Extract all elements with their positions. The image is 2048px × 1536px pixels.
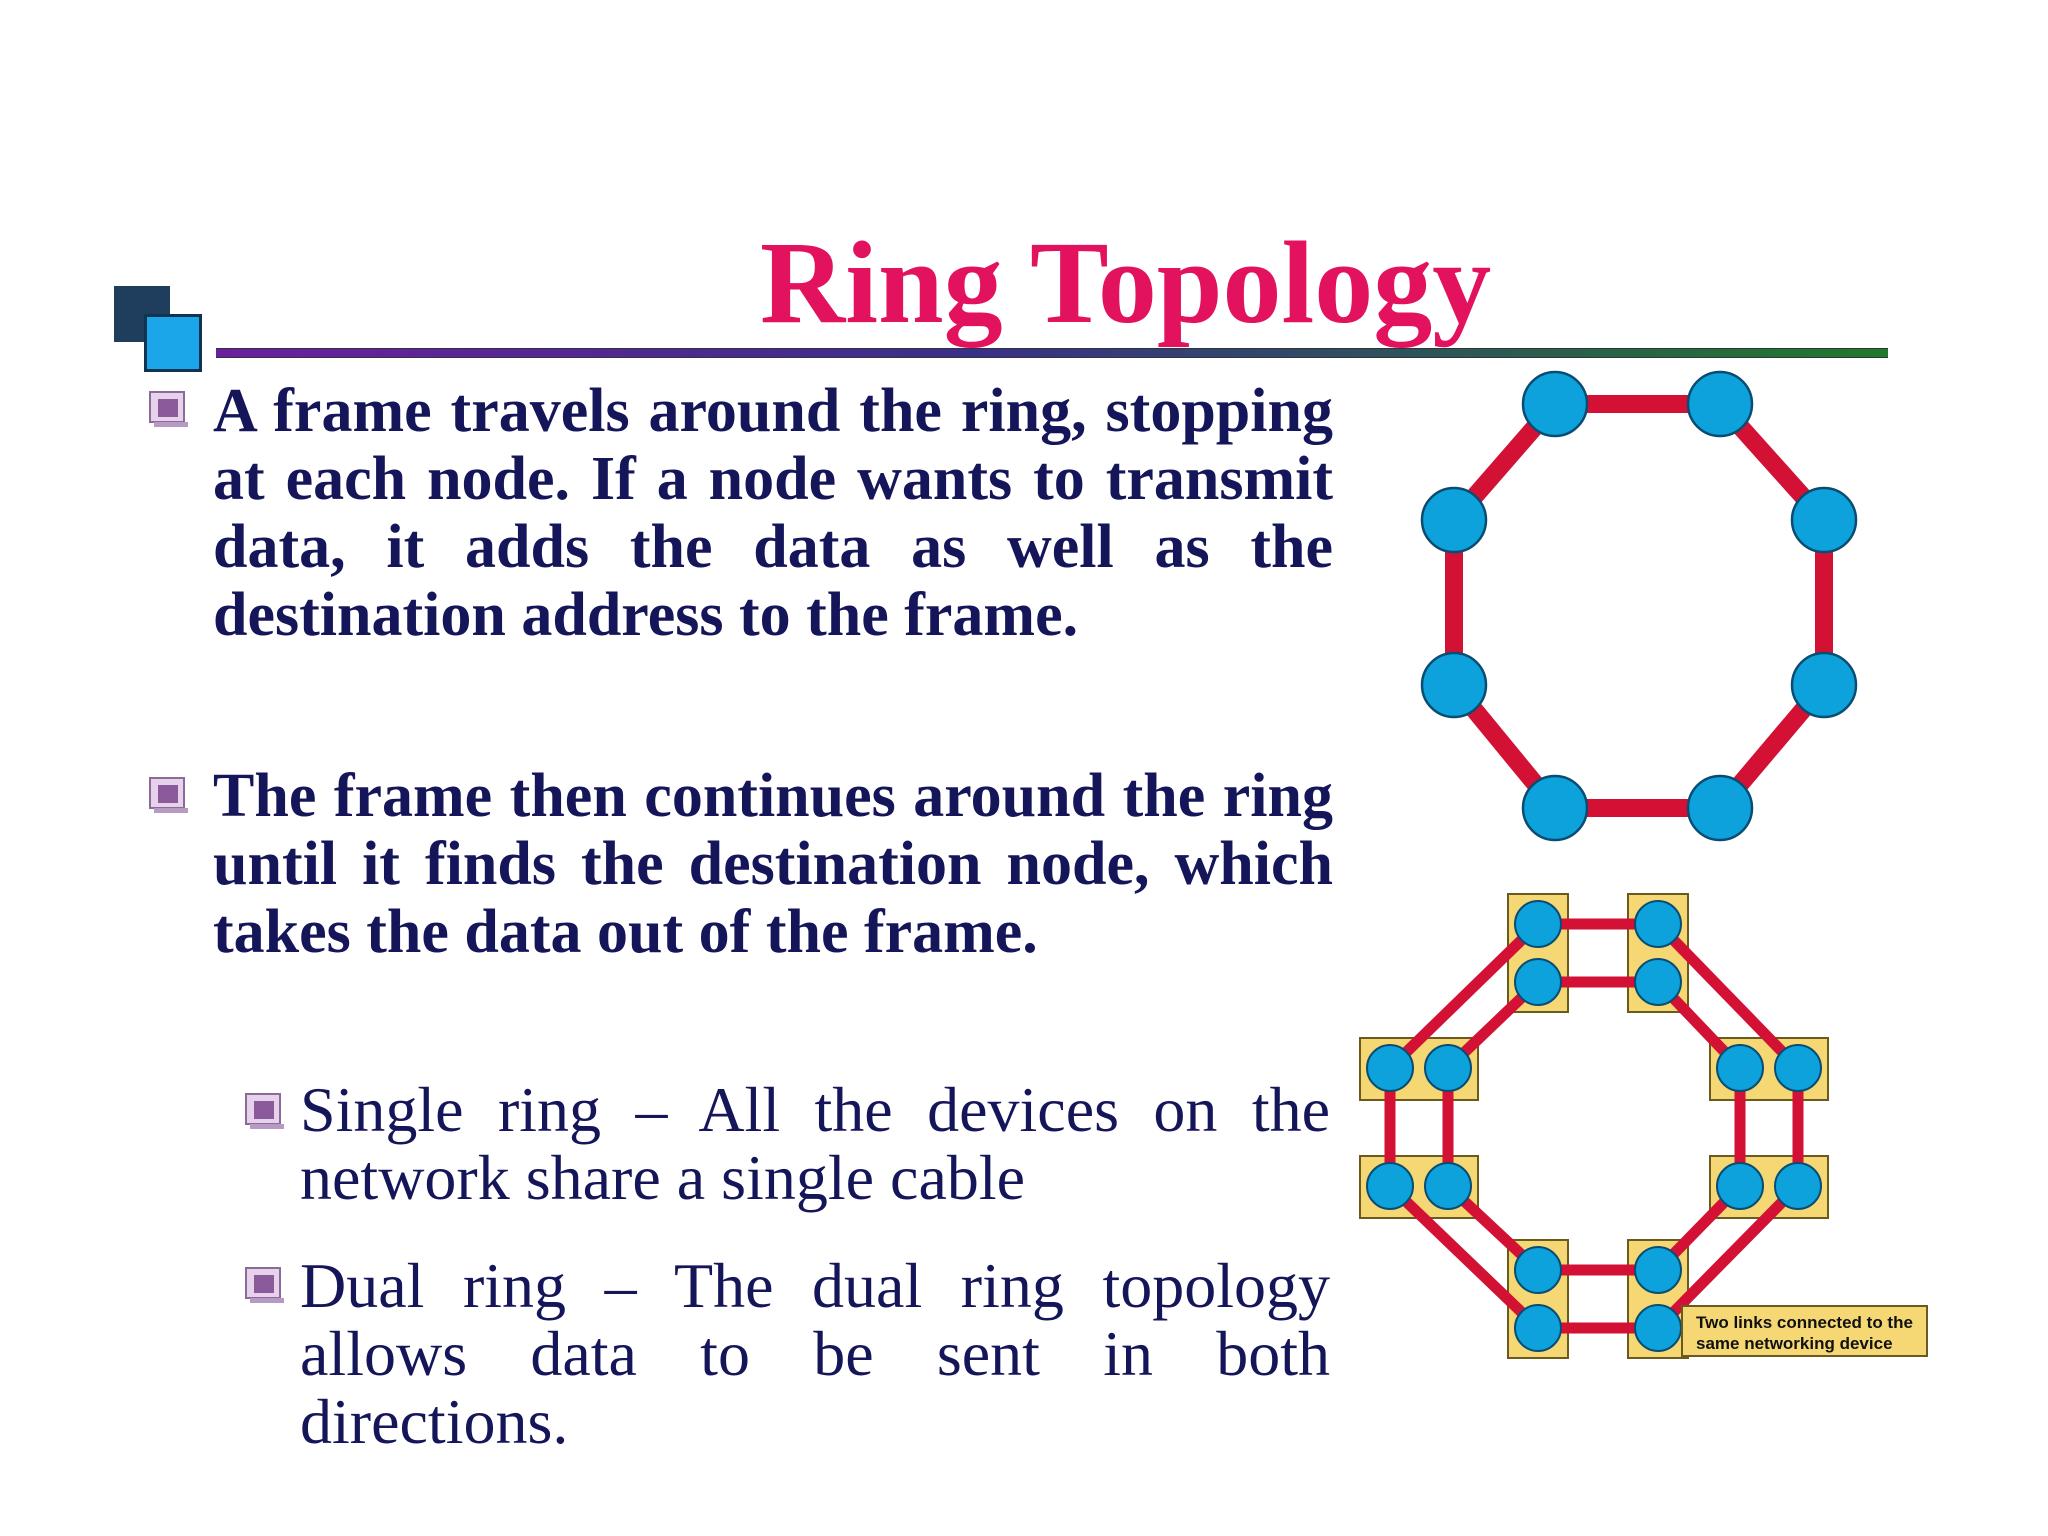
title-decoration-light-square	[144, 314, 202, 372]
sub-bullet-marker-icon	[245, 1267, 284, 1303]
node-icon	[1686, 370, 1754, 438]
node-icon	[1424, 1162, 1472, 1210]
node-icon	[1514, 1246, 1562, 1294]
sub-bullet-dual-ring: Dual ring – The dual ring topology allow…	[300, 1252, 1330, 1456]
node-icon	[1514, 900, 1562, 948]
node-icon	[1521, 774, 1589, 842]
node-icon	[1634, 900, 1682, 948]
bullet-text: A frame travels around the ring, stoppin…	[213, 377, 1333, 649]
node-icon	[1424, 1044, 1472, 1092]
bullet-marker-icon	[149, 777, 188, 813]
dual-ring-diagram: Two links connected to the same networki…	[1359, 893, 1928, 1359]
node-icon	[1634, 1246, 1682, 1294]
inner-ring-links	[1442, 976, 1746, 1276]
title-underline	[216, 348, 1888, 358]
sub-bullet-text: Single ring – All the devices on the net…	[300, 1074, 1330, 1213]
node-icon	[1634, 958, 1682, 1006]
node-icon	[1420, 651, 1488, 719]
single-ring-diagram	[1420, 370, 1858, 842]
node-icon	[1521, 370, 1589, 438]
node-icon	[1366, 1162, 1414, 1210]
node-icon	[1774, 1044, 1822, 1092]
node-icon	[1514, 958, 1562, 1006]
ring-nodes	[1420, 370, 1858, 842]
node-icon	[1790, 651, 1858, 719]
sub-bullet-single-ring: Single ring – All the devices on the net…	[300, 1076, 1330, 1212]
ring-links	[1445, 395, 1833, 817]
bullet-marker-icon	[149, 391, 188, 427]
node-icon	[1366, 1044, 1414, 1092]
sub-bullet-text: Dual ring – The dual ring topology allow…	[300, 1250, 1330, 1457]
slide-title: Ring Topology	[760, 217, 1492, 348]
node-icon	[1686, 774, 1754, 842]
callout-box: Two links connected to the same networki…	[1681, 1305, 1928, 1357]
callout-line-1: Two links connected to the	[1696, 1313, 1913, 1332]
sub-bullet-marker-icon	[245, 1093, 284, 1129]
bullet-frame-travels: A frame travels around the ring, stoppin…	[213, 377, 1333, 649]
node-icon	[1514, 1304, 1562, 1352]
node-icon	[1774, 1162, 1822, 1210]
node-icon	[1716, 1044, 1764, 1092]
dual-ring-nodes	[1366, 900, 1822, 1352]
node-icon	[1790, 486, 1858, 554]
device-boxes	[1359, 893, 1829, 1359]
callout-line-2: same networking device	[1696, 1334, 1893, 1353]
node-icon	[1716, 1162, 1764, 1210]
bullet-text: The frame then continues around the ring…	[213, 762, 1333, 966]
bullet-frame-continues: The frame then continues around the ring…	[213, 762, 1333, 966]
node-icon	[1420, 486, 1488, 554]
node-icon	[1634, 1304, 1682, 1352]
